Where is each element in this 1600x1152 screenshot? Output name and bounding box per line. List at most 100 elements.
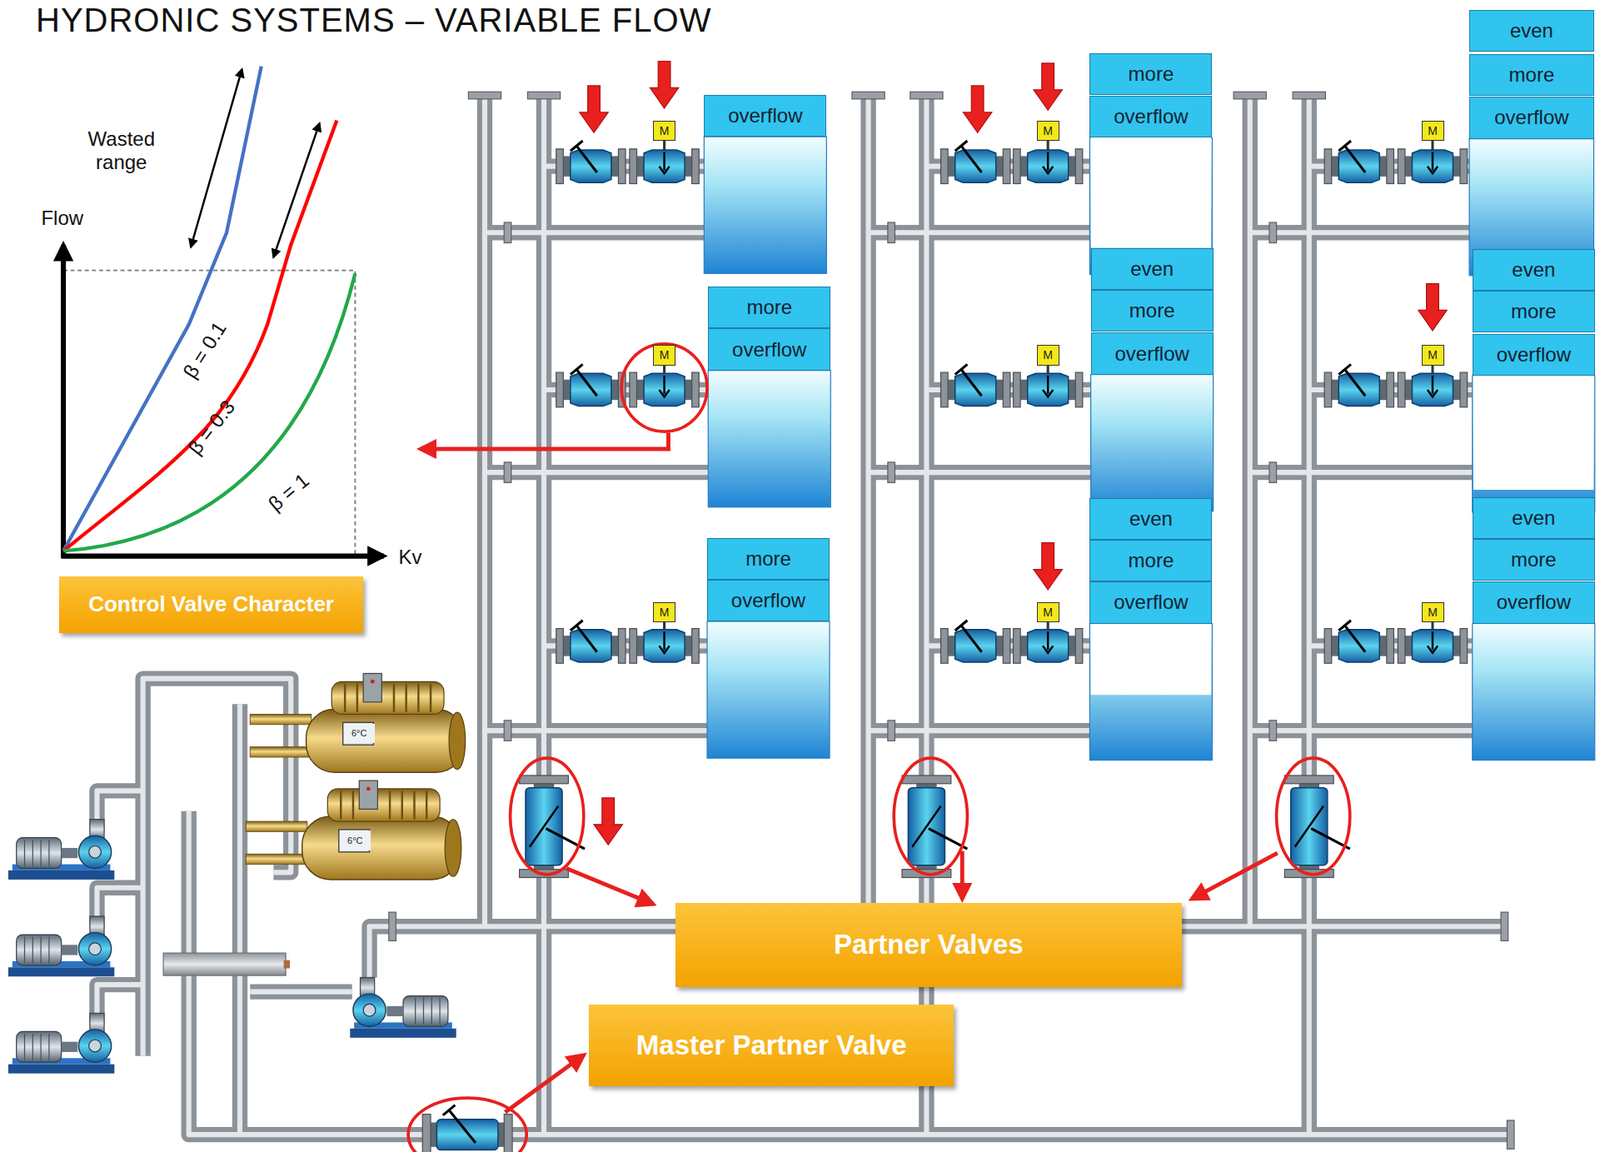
illustration-use xyxy=(519,775,585,878)
illustration-use xyxy=(941,140,1011,184)
illustration-use xyxy=(962,85,992,133)
illustration-use xyxy=(1013,618,1083,663)
illustration-rect xyxy=(1292,91,1326,100)
node-text: overflow xyxy=(1494,105,1569,130)
illustration-path xyxy=(504,1055,584,1113)
illustration-use xyxy=(249,672,465,773)
illustration-rect xyxy=(1089,623,1212,760)
illustration-rect xyxy=(1506,1120,1515,1149)
node-text: overflow xyxy=(727,104,803,128)
illustration-ellipse xyxy=(510,757,584,875)
node-text: M xyxy=(1427,605,1438,619)
node-text: M xyxy=(1427,348,1438,362)
illustration-rect xyxy=(887,720,896,741)
actuator-motor-box: M xyxy=(1036,602,1060,624)
node-text: M xyxy=(659,605,670,619)
node-text: more xyxy=(1509,63,1556,87)
node-text: M xyxy=(659,124,670,138)
illustration-use xyxy=(579,85,609,133)
flow-state-tag: even xyxy=(1091,248,1214,290)
illustration-use xyxy=(902,775,967,878)
illustration-use xyxy=(629,139,699,185)
actuator-motor-box: M xyxy=(652,120,676,142)
illustration-path xyxy=(566,867,653,904)
red-highlights xyxy=(408,60,1447,1152)
flow-state-tag: more xyxy=(1089,53,1212,95)
node-text: overflow xyxy=(731,588,806,613)
flow-state-tag: overflow xyxy=(1469,96,1594,139)
illustration-use xyxy=(941,620,1011,663)
node-text: Partner Valves xyxy=(833,928,1024,961)
node-text: M xyxy=(1042,348,1053,362)
illustration-rect xyxy=(910,91,943,100)
curve-label: β = 0.1 xyxy=(167,302,244,399)
flow-state-tag: even xyxy=(1472,249,1596,291)
illustration-rect xyxy=(1233,91,1267,100)
flow-state-tag: overflow xyxy=(1472,333,1596,376)
node-text: even xyxy=(1511,258,1556,282)
illustration-path xyxy=(1191,852,1278,899)
illustration-rect xyxy=(1472,623,1596,760)
illustration-rect xyxy=(707,621,830,758)
illustration-use xyxy=(1033,543,1062,590)
illustration-rect xyxy=(887,222,896,243)
curve-label: β = 1 xyxy=(251,458,326,528)
node-text: even xyxy=(1129,507,1173,531)
flow-state-tag: overflow xyxy=(1091,332,1214,374)
illustration-use xyxy=(8,916,115,977)
flow-state-tag: more xyxy=(1091,289,1214,332)
illustration-line xyxy=(60,244,66,559)
node-text: overflow xyxy=(732,338,807,362)
illustration-path xyxy=(63,120,337,552)
flow-state-tag: more xyxy=(707,286,831,329)
flow-state-tag: overflow xyxy=(1089,95,1212,138)
illustration-rect xyxy=(1269,222,1277,243)
flow-state-tag: overflow xyxy=(707,328,831,370)
node-text: even xyxy=(1510,19,1554,43)
illustration-rect xyxy=(163,952,286,976)
node-text: more xyxy=(1128,548,1175,573)
partner-valves xyxy=(422,775,1351,1152)
illustration-path xyxy=(63,270,355,557)
illustration-use xyxy=(1418,284,1447,331)
illustration-path xyxy=(63,66,262,552)
node-text: overflow xyxy=(1113,590,1188,614)
flow-state-tag: even xyxy=(1089,498,1212,540)
node-text: overflow xyxy=(1496,590,1571,614)
illustration-use xyxy=(1324,620,1394,663)
illustration-rect xyxy=(887,462,896,483)
callout-box: Partner Valves xyxy=(675,902,1182,987)
illustration-rect xyxy=(284,960,290,969)
illustration-use xyxy=(8,1012,115,1073)
illustration-use xyxy=(1324,140,1394,184)
illustration-line xyxy=(190,69,242,247)
illustration-rect xyxy=(527,91,560,100)
illustration-ellipse xyxy=(408,1097,527,1152)
flow-state-tag: more xyxy=(707,538,830,580)
illustration-use xyxy=(649,60,678,108)
illustration-use xyxy=(1324,363,1394,407)
actuator-motor-box: M xyxy=(1421,602,1445,624)
illustration-use xyxy=(245,780,461,880)
illustration-rect xyxy=(1091,135,1212,249)
illustration-use xyxy=(8,819,115,880)
illustration-use xyxy=(1013,362,1083,408)
actuator-motor-box: M xyxy=(1421,120,1445,142)
flow-state-tag: even xyxy=(1472,497,1596,539)
illustration-use xyxy=(556,363,626,407)
illustration-use xyxy=(629,618,699,663)
node-text: more xyxy=(1128,62,1175,86)
illustration-use xyxy=(629,362,699,408)
illustration-use xyxy=(1033,63,1062,110)
illustration-path xyxy=(420,432,669,449)
illustration-rect xyxy=(468,91,501,100)
illustration-rect xyxy=(1500,912,1509,941)
illustration-use xyxy=(1397,139,1467,185)
flow-state-tag: more xyxy=(1472,538,1596,581)
illustration-rect xyxy=(703,136,827,274)
callout-box: Master Partner Valve xyxy=(588,1004,955,1087)
branch-valves xyxy=(556,139,1468,664)
flow-state-tag: overflow xyxy=(1089,581,1212,624)
axis-label: Flow xyxy=(30,204,95,233)
